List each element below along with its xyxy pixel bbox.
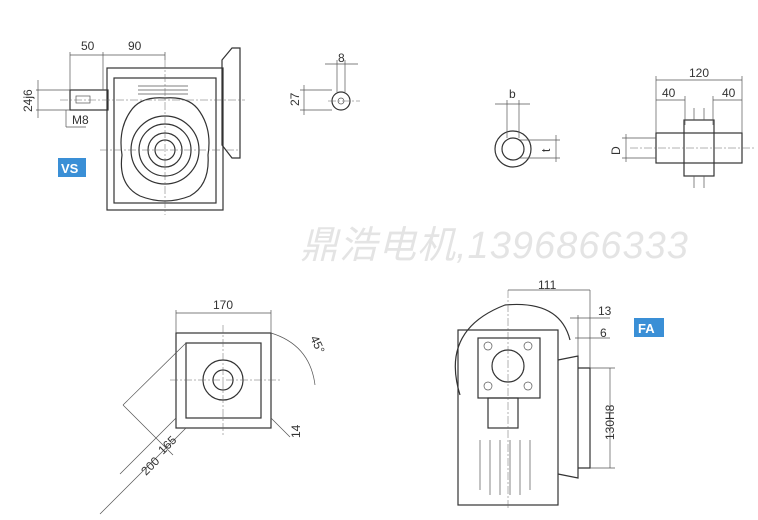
dim-90: 90 [128, 39, 142, 53]
dim-120: 120 [689, 66, 709, 80]
vs-badge [58, 158, 86, 177]
dim-b: b [509, 87, 516, 101]
dim-50: 50 [81, 39, 95, 53]
dim-8: 8 [338, 51, 345, 65]
dim-24j6: 24j6 [21, 89, 35, 112]
flange-view: 170 45° 165 200 14 [99, 298, 328, 515]
dim-45deg: 45° [307, 333, 327, 356]
dim-200: 200 [138, 454, 162, 478]
dim-111: 111 [538, 278, 557, 292]
dim-14: 14 [289, 424, 303, 438]
dim-40-left: 40 [662, 86, 676, 100]
dim-27: 27 [288, 92, 302, 106]
vs-badge-label: VS [61, 161, 79, 176]
fa-gearbox-view: 111 13 6 130H8 FA [454, 278, 664, 510]
small-shaft-key-view: 8 27 [288, 51, 360, 115]
dim-13: 13 [598, 304, 612, 318]
watermark: 鼎浩电机,1396866333 [300, 225, 689, 267]
dim-6: 6 [600, 326, 607, 340]
dim-40-right: 40 [722, 86, 736, 100]
vs-gearbox-view: 50 90 24j6 M8 VS [21, 39, 245, 215]
dim-165: 165 [155, 433, 179, 457]
dim-d: D [609, 146, 623, 155]
hollow-shaft-section: 120 40 40 D [609, 66, 755, 188]
fa-badge-label: FA [638, 321, 655, 336]
dim-130h8: 130H8 [603, 404, 617, 440]
dim-m8: M8 [72, 113, 89, 127]
dim-170: 170 [213, 298, 233, 312]
bore-key-view: b t [494, 87, 560, 168]
fa-badge [634, 318, 664, 337]
dim-t: t [539, 148, 553, 152]
